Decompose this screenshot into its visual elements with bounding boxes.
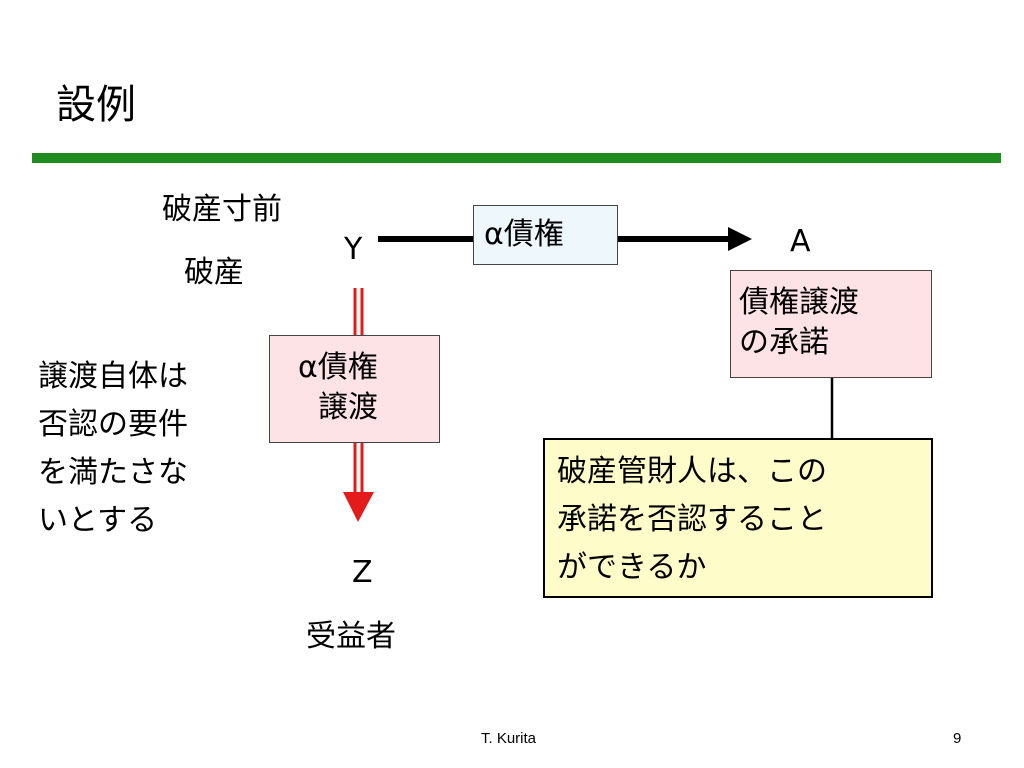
transfer-box-line-1: α債権 [298,350,378,385]
assumption-text: 譲渡自体は 否認の要件 を満たさな いとする [38,357,188,541]
assumption-line-2: 否認の要件 [38,407,188,442]
assumption-line-4: いとする [38,503,158,538]
node-z: Z [352,555,373,590]
claim-arrow-head [728,227,752,251]
question-line-3: ができるか [557,550,707,585]
claim-box-label: α債権 [484,217,564,252]
question-line-1: 破産管財人は、この [557,454,827,489]
node-a: A [790,224,811,259]
assumption-line-3: を満たさな [38,455,188,490]
question-box: 破産管財人は、この 承諾を否認すること ができるか [543,438,933,598]
label-bankruptcy: 破産 [184,255,244,290]
consent-box: 債権譲渡 の承諾 [730,270,932,378]
label-beneficiary: 受益者 [306,619,396,654]
transfer-arrow-head [343,492,374,522]
page-title: 設例 [56,82,136,128]
page-number: 9 [953,730,962,747]
transfer-box: α債権 譲渡 [269,335,440,443]
consent-box-line-2: の承諾 [739,325,829,360]
title-underline [32,153,1001,163]
node-y: Y [344,232,363,267]
label-before-bankruptcy: 破産寸前 [162,192,282,227]
consent-box-line-1: 債権譲渡 [739,285,859,320]
claim-box: α債権 [473,205,618,265]
footer-author: T. Kurita [481,730,537,747]
assumption-line-1: 譲渡自体は [38,359,188,394]
transfer-box-line-2: 譲渡 [318,390,378,425]
question-line-2: 承諾を否認すること [557,502,827,537]
